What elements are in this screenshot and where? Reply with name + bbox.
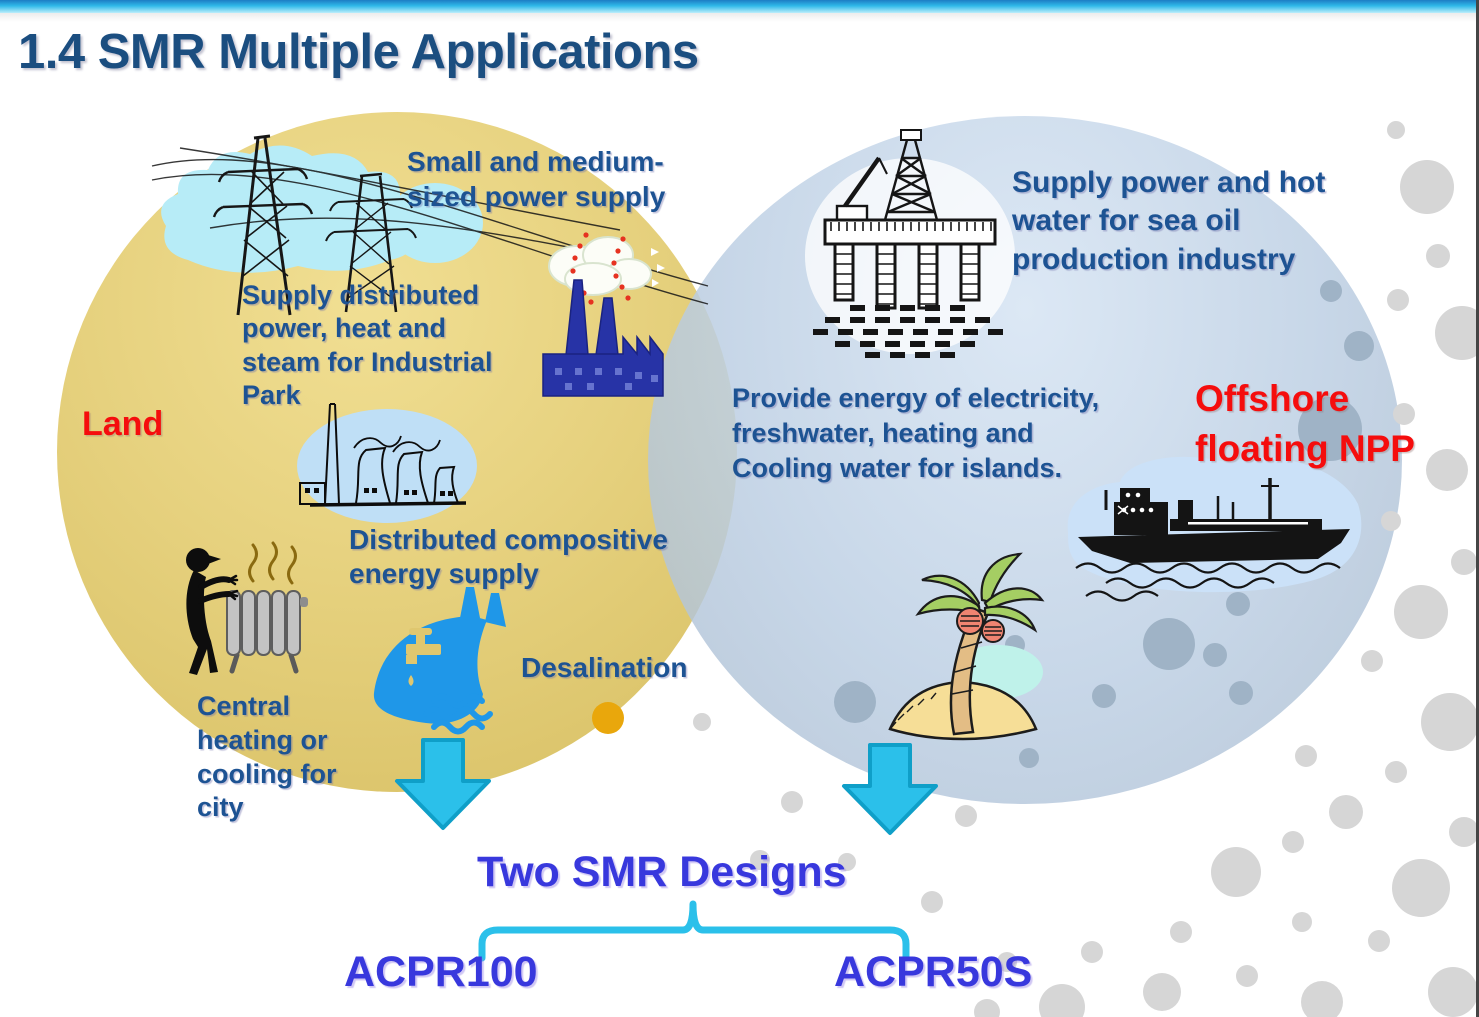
dot bbox=[1449, 817, 1479, 847]
sea-oil-label: Supply power and hot water for sea oil p… bbox=[1012, 166, 1326, 276]
top-bar-shadow bbox=[0, 13, 1479, 22]
central-heating-icon bbox=[165, 535, 320, 695]
dot bbox=[1394, 585, 1448, 639]
dot bbox=[1451, 549, 1477, 575]
dot bbox=[1282, 831, 1304, 853]
desalination-label: Desalination bbox=[521, 652, 688, 683]
page-title: 1.4 SMR Multiple Applications bbox=[18, 25, 699, 79]
central-heating-label: Central heating or cooling for city bbox=[197, 691, 337, 823]
oil-rig-icon bbox=[795, 128, 1025, 363]
dot bbox=[1211, 847, 1261, 897]
desalination-icon bbox=[368, 585, 528, 740]
dot bbox=[1039, 984, 1085, 1017]
composite-energy-label: Distributed compositive energy supply bbox=[349, 524, 668, 589]
dot bbox=[1361, 650, 1383, 672]
dot bbox=[1081, 941, 1103, 963]
dot bbox=[1387, 289, 1409, 311]
dot bbox=[1292, 912, 1312, 932]
acpr50s-label: ACPR50S bbox=[834, 948, 1033, 996]
dot bbox=[1426, 449, 1468, 491]
dot bbox=[1387, 121, 1405, 139]
dot bbox=[1301, 981, 1343, 1017]
dot bbox=[1426, 244, 1450, 268]
designs-heading: Two SMR Designs bbox=[477, 848, 847, 896]
dot bbox=[1170, 921, 1192, 943]
down-arrow-right-icon bbox=[840, 742, 940, 842]
dot bbox=[921, 891, 943, 913]
dot bbox=[955, 805, 977, 827]
dot bbox=[1385, 761, 1407, 783]
dot bbox=[1421, 693, 1479, 751]
islands-label: Provide energy of electricity, freshwate… bbox=[732, 383, 1100, 484]
top-bar bbox=[0, 0, 1479, 13]
bracket-icon bbox=[478, 898, 910, 967]
palm-island-icon bbox=[878, 542, 1048, 755]
dot bbox=[1368, 930, 1390, 952]
acpr100-label: ACPR100 bbox=[344, 948, 538, 996]
slide-right-border bbox=[1476, 0, 1479, 1017]
industrial-park-icon bbox=[292, 398, 477, 535]
dot bbox=[1392, 859, 1450, 917]
power-supply-label: Small and medium- sized power supply bbox=[407, 146, 666, 212]
land-label: Land bbox=[82, 405, 164, 443]
factory-smoke-icon bbox=[535, 222, 670, 402]
orange-dot bbox=[592, 702, 624, 734]
offshore-floating-npp-label: Offshore floating NPP bbox=[1195, 378, 1415, 469]
dot bbox=[974, 999, 1000, 1017]
industrial-park-label: Supply distributed power, heat and steam… bbox=[242, 280, 493, 411]
dot bbox=[693, 713, 711, 731]
dot bbox=[1295, 745, 1317, 767]
dot bbox=[781, 791, 803, 813]
dot bbox=[1236, 965, 1258, 987]
dot bbox=[1435, 306, 1479, 360]
down-arrow-left-icon bbox=[393, 737, 493, 837]
dot bbox=[1143, 973, 1181, 1011]
dot bbox=[1400, 160, 1454, 214]
dot bbox=[1428, 967, 1478, 1017]
dot bbox=[1329, 795, 1363, 829]
transmission-towers-icon bbox=[150, 108, 710, 323]
